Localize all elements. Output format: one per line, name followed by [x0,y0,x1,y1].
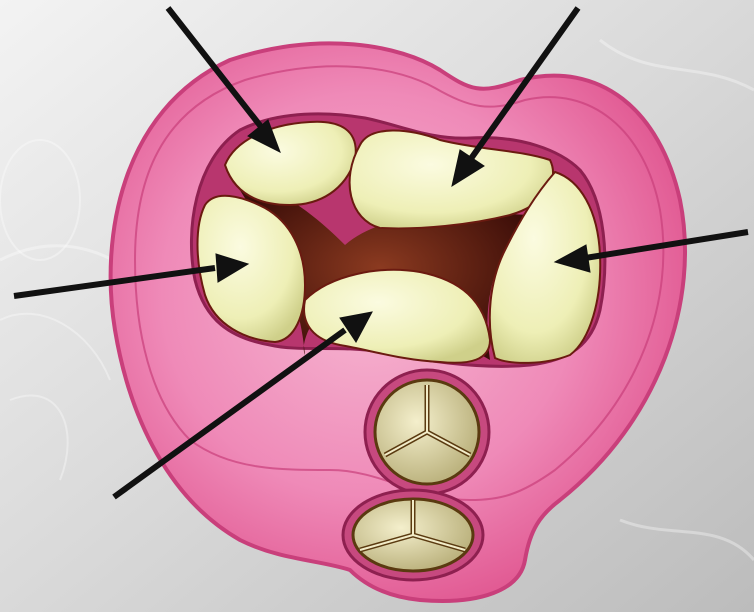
small-valve-lower [343,490,483,580]
small-valve-upper [365,370,489,494]
